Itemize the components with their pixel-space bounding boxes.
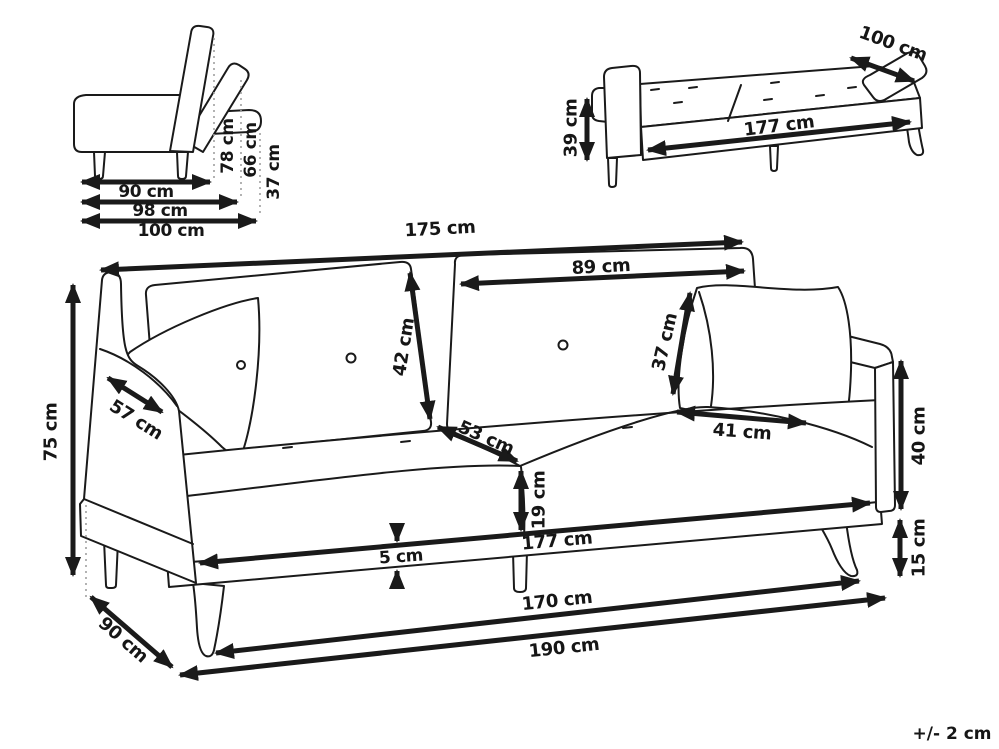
- side-leg-left: [93, 151, 106, 180]
- dim-front-backrest-width: 89 cm: [571, 254, 631, 280]
- dim-side-depth-total: 100 cm: [137, 221, 205, 241]
- dim-front-pillow-width: 41 cm: [711, 419, 773, 445]
- dim-side-height-seat: 37 cm: [264, 144, 284, 200]
- dim-front-total-height: 75 cm: [40, 402, 62, 462]
- dim-front-leg-height: 15 cm: [908, 518, 930, 578]
- side-view-drawing: [73, 24, 262, 229]
- tolerance-note: +/- 2 cm: [912, 724, 992, 744]
- side-seat-body: [73, 94, 193, 153]
- dim-front-cushion-thickness: 19 cm: [528, 470, 550, 530]
- dim-front-armrest-height: 40 cm: [908, 406, 930, 466]
- flat-leg-middle: [769, 145, 779, 172]
- side-backrest-reclined: [183, 62, 250, 153]
- dim-front-base-rail: 5 cm: [378, 545, 424, 569]
- tuft-button-left-pillow: [236, 360, 246, 370]
- dim-front-top-width: 175 cm: [404, 216, 476, 242]
- leg-rear-left: [103, 539, 119, 589]
- flat-armrest-left: [603, 64, 642, 159]
- front-view-drawing: [65, 234, 909, 681]
- dim-side-height-back-reclined: 66 cm: [241, 122, 261, 178]
- dim-flat-bed-height: 39 cm: [560, 98, 582, 158]
- side-leg-right: [176, 151, 189, 180]
- tuft-button-left-panel: [345, 352, 357, 364]
- side-backrest-upright: [169, 24, 215, 153]
- flat-leg-left: [607, 157, 618, 188]
- dim-side-height-back-up: 78 cm: [218, 118, 238, 174]
- flat-view-drawing: [579, 50, 928, 188]
- dim-side-depth-seat: 90 cm: [118, 182, 174, 202]
- leg-front-left: [192, 582, 225, 658]
- armrest-right-front: [874, 361, 896, 513]
- dim-side-depth-mid: 98 cm: [132, 201, 188, 221]
- tuft-button-right-panel: [557, 339, 569, 351]
- armrest-left: [79, 271, 197, 584]
